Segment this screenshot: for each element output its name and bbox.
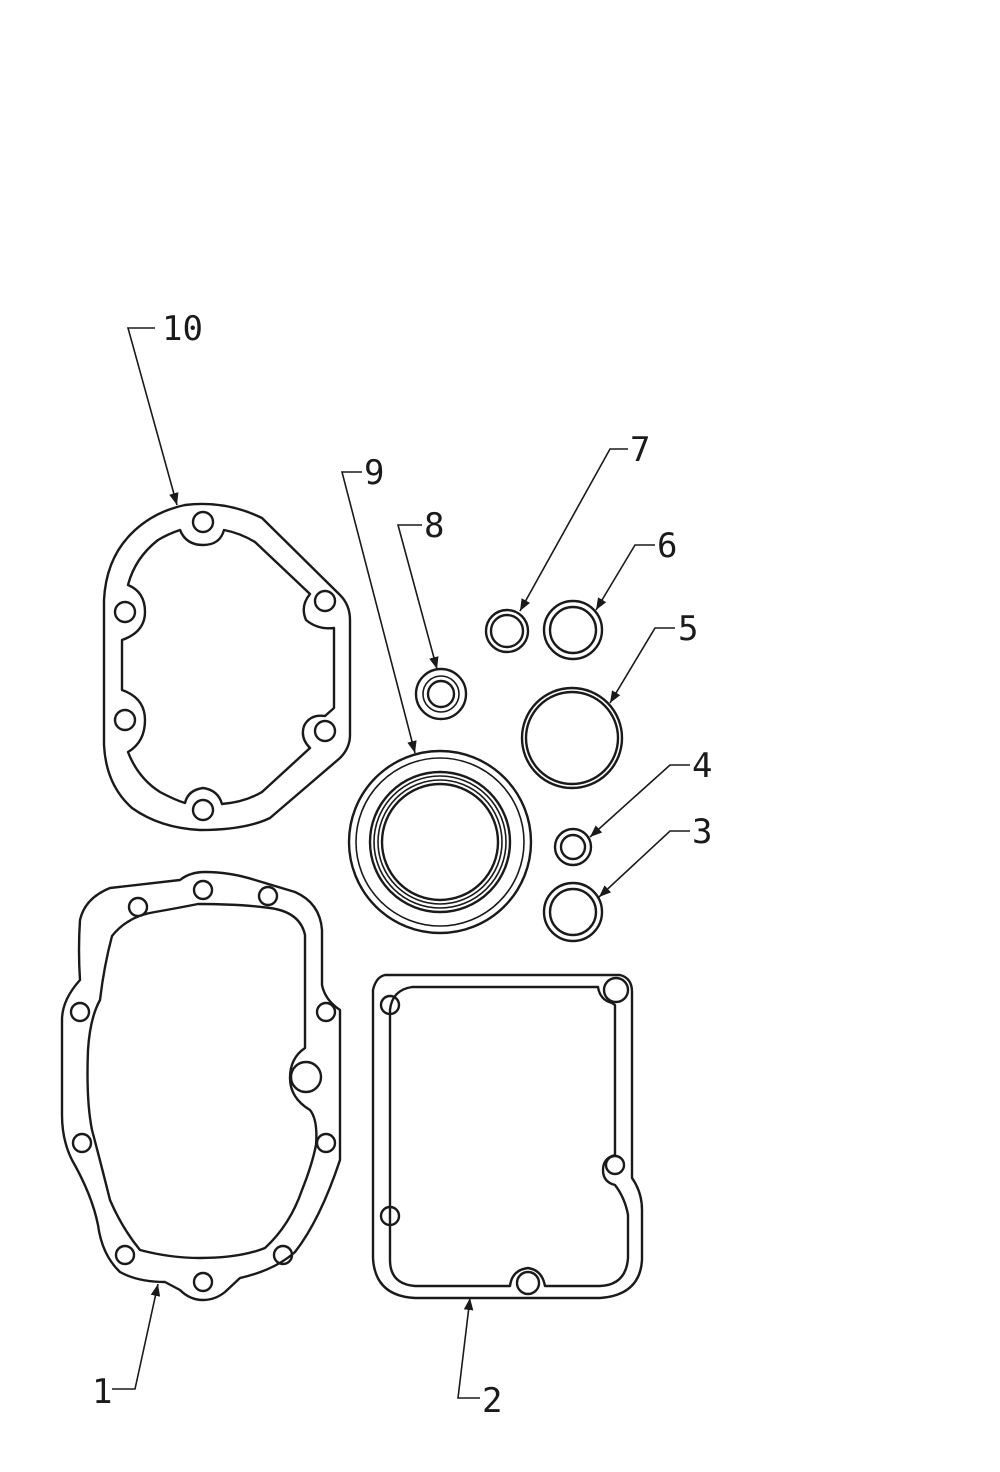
gasket-2-pan — [371, 973, 644, 1300]
callout-3: 3 — [692, 812, 712, 852]
callout-2: 2 — [482, 1381, 502, 1421]
leader-5 — [609, 627, 675, 704]
o-ring-3 — [542, 881, 604, 943]
seal-9-large — [347, 749, 533, 935]
leader-6 — [595, 544, 655, 611]
leader-1 — [112, 1283, 161, 1390]
o-ring-4 — [553, 827, 593, 867]
callout-6: 6 — [657, 526, 677, 566]
gasket-1-main-case — [60, 870, 342, 1302]
o-ring-5 — [520, 686, 624, 790]
gasket-10-side-cover — [102, 502, 352, 832]
leader-10 — [126, 327, 179, 506]
leader-4 — [589, 764, 690, 838]
leader-8 — [396, 524, 439, 670]
leader-9 — [340, 471, 417, 754]
leader-7 — [519, 448, 628, 612]
callout-7: 7 — [630, 430, 650, 470]
callout-5: 5 — [678, 609, 698, 649]
callout-8: 8 — [424, 506, 444, 546]
callout-9: 9 — [364, 453, 384, 493]
callout-1: 1 — [92, 1372, 112, 1412]
leader-3 — [598, 830, 690, 898]
callout-10: 10 — [162, 309, 203, 349]
o-ring-7 — [484, 608, 530, 654]
seal-8-small — [414, 667, 468, 721]
o-ring-6 — [542, 599, 604, 661]
leader-2 — [457, 1297, 480, 1399]
leader-lines — [112, 327, 690, 1399]
callout-4: 4 — [692, 746, 712, 786]
callout-labels: 10 9 8 7 6 5 4 3 1 2 — [92, 309, 712, 1421]
